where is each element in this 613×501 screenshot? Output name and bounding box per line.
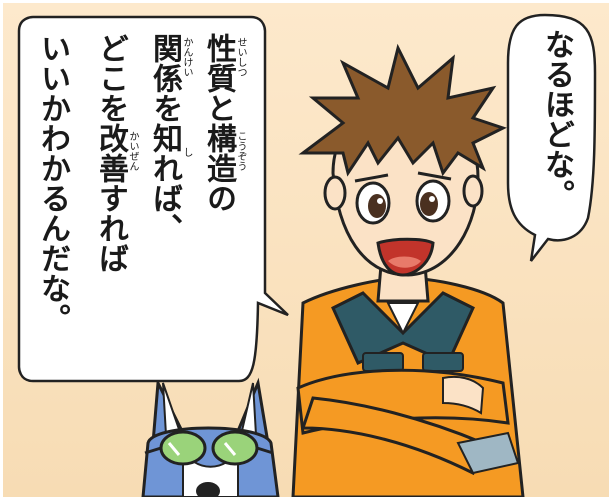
panel-art xyxy=(3,3,609,497)
dog-character xyxy=(141,377,280,497)
left-bubble-line-3: どこを改善すれば xyxy=(93,33,128,273)
ruby-kaizen: かいぜん xyxy=(127,131,138,171)
ruby-shi: し xyxy=(181,147,192,157)
boy-character xyxy=(291,43,525,497)
left-bubble-line-2: 関係を知れば、 xyxy=(147,33,182,243)
left-bubble-line-1: 性質と構造の xyxy=(201,33,236,213)
ruby-kouzou: こうぞう xyxy=(235,131,246,171)
ruby-kankei: かんけい xyxy=(181,37,192,77)
speech-bubble-right xyxy=(506,13,597,262)
left-bubble-line-4: いいかわかるんだな。 xyxy=(35,33,70,333)
speech-bubble-left xyxy=(17,15,289,383)
right-bubble-text: なるほどな。 xyxy=(539,29,574,209)
spiky-hair xyxy=(298,43,507,177)
ruby-seishitsu: せいしつ xyxy=(235,37,246,77)
goggles-right-icon xyxy=(211,430,259,466)
goggles-left-icon xyxy=(159,430,207,466)
manga-panel: 性質と構造の 関係を知れば、 どこを改善すれば いいかわかるんだな。 せいしつ … xyxy=(3,3,609,497)
